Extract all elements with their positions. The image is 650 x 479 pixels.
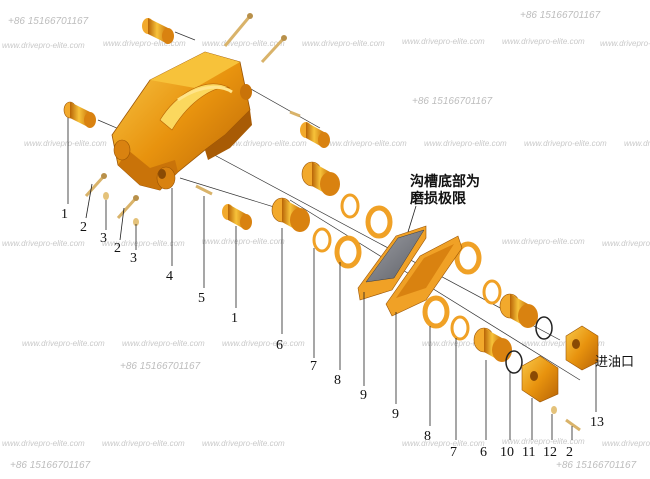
watermark-site: www.drivepro-elite.com [422,339,505,348]
part-number: 6 [480,445,487,460]
part-number: 9 [360,388,367,403]
part-number: 8 [334,373,341,388]
brake-pad-icon [357,225,427,301]
piston-icon [271,197,310,232]
watermark-site: www.drivepro-elite.com [402,439,485,448]
part-number-labels: 1 2 3 2 3 4 5 1 6 7 8 9 9 8 7 6 10 11 12… [61,207,604,460]
part-number: 3 [100,231,107,246]
watermark-phone: +86 15166701167 [556,460,637,471]
caliper-body-icon [111,51,252,191]
watermark-site: www.drivepro-elite.com [22,339,105,348]
bolt-icon [84,173,213,220]
watermark-site: www.drivepro-elite.com [103,39,186,48]
watermark-site: www.drivepro-elite.com [522,339,605,348]
pin-icon [222,204,252,230]
part-number: 7 [450,445,457,460]
piston-icon [499,293,538,328]
pin-icon [63,101,96,128]
seal-ring-icon [312,193,553,374]
watermark-site: www.drivepro-elite.com [524,139,607,148]
watermark-site: www.drivepro-elite.com [602,439,650,448]
watermark-site: www.drivepro-elite.com [102,439,185,448]
watermark-site: www.drivepro-elite.com [402,37,485,46]
watermark-site: www.drivepro-elite.com [202,439,285,448]
watermark-site: www.drivepro-elite.com [600,39,650,48]
part-number: 3 [130,251,137,266]
leader-lines [67,118,597,440]
watermark-site: www.drivepro-elite.com [324,139,407,148]
bolt-icon [223,13,301,118]
part-number: 1 [231,311,238,326]
part-number: 2 [114,241,121,256]
watermark-site: www.drivepro-elite.com [302,39,385,48]
watermark-site: www.drivepro-elite.com [122,339,205,348]
watermark-phone: +86 15166701167 [8,16,89,27]
part-number: 8 [424,429,431,444]
brake-pad-icon [385,235,463,317]
watermark-site: www.drivepro-elite.com [102,239,185,248]
watermark-site: www.drivepro-elite.com [202,237,285,246]
part-number: 12 [543,445,557,460]
watermark-phone: +86 15166701167 [10,460,91,471]
washer-icon [103,192,139,226]
pin-icon [142,18,174,44]
part-number: 2 [566,445,573,460]
watermark-site: www.drivepro-elite.com [424,139,507,148]
piston-icon [301,161,340,196]
part-number: 13 [590,415,604,430]
part-number: 9 [392,407,399,422]
part-number: 1 [61,207,68,222]
watermark-site: www.drivepro-elite.com [624,139,650,148]
watermark-phone: +86 15166701167 [412,96,493,107]
watermark-site: www.drivepro-elite.com [202,39,285,48]
watermark-site: www.drivepro-elite.com [224,139,307,148]
watermark-site: www.drivepro-elite.com [24,139,107,148]
watermark-site: www.drivepro-elite.com [222,339,305,348]
watermark-site: www.drivepro-elite.com [502,437,585,446]
cylinder-block-icon [521,355,559,403]
part-number: 10 [500,445,514,460]
watermark-site: www.drivepro-elite.com [2,439,85,448]
watermark-phone: +86 15166701167 [120,361,201,372]
pin-icon [300,122,330,148]
watermark-phone: +86 15166701167 [520,10,601,21]
bolt-icon [551,406,581,432]
oil-inlet-label: 进油口 [595,355,634,370]
watermark-site: www.drivepro-elite.com [502,237,585,246]
part-number: 7 [310,359,317,374]
watermark-layer: +86 15166701167 +86 15166701167 +86 1516… [2,10,650,471]
part-number: 5 [198,291,205,306]
part-number: 4 [166,269,173,284]
watermark-site: www.drivepro-elite.com [2,41,85,50]
part-number: 2 [80,220,87,235]
cylinder-block-icon [565,325,599,371]
wear-limit-note-line1: 沟槽底部为 [410,173,480,190]
watermark-site: www.drivepro-elite.com [2,239,85,248]
watermark-site: www.drivepro-elite.com [502,37,585,46]
part-number: 6 [276,338,283,353]
part-number: 11 [522,445,535,460]
watermark-site: www.drivepro-elite.com [602,239,650,248]
wear-limit-note-line2: 磨损极限 [410,190,466,207]
